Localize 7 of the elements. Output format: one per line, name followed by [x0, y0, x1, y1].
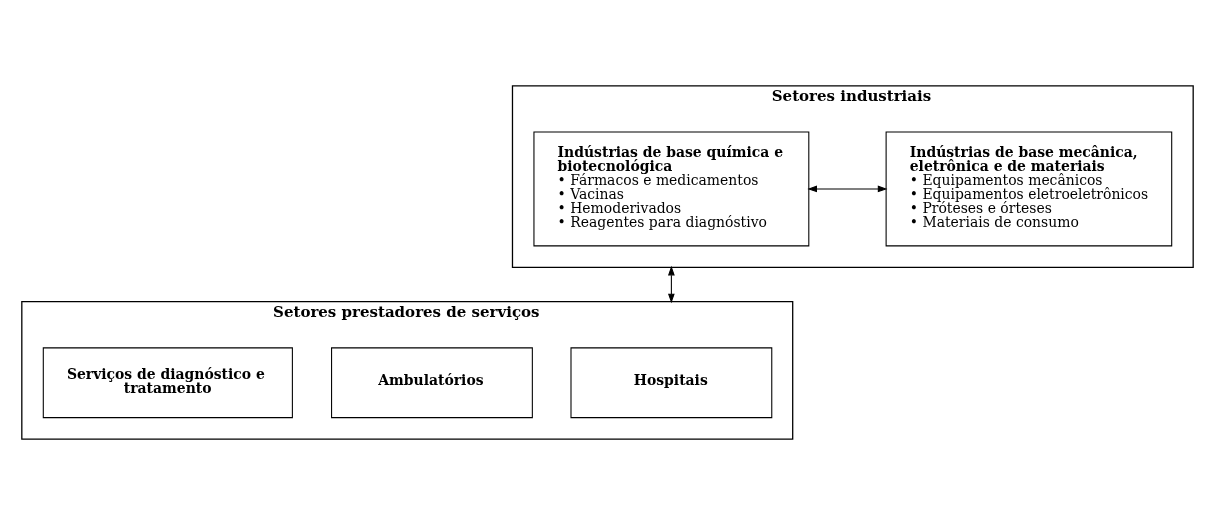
node-box: Serviços de diagnóstico e tratamento — [42, 347, 293, 419]
node-box: Indústrias de base mecânica, eletrônica e de materiais • Equipamentos mecânicos • Equipamentos eletroeletrônicos • Próteses e órteses • Materiais de consumo — [885, 131, 1173, 247]
arrow — [807, 185, 888, 193]
arrow — [668, 265, 675, 304]
node-box: Hospitais — [570, 347, 773, 419]
node-box: Indústrias de base química e biotecnológica • Fármacos e medicamentos • Vacinas • Hemoderivados • Reagentes para diagnóstivo — [533, 131, 810, 247]
node-box: Ambulatórios — [331, 347, 533, 419]
